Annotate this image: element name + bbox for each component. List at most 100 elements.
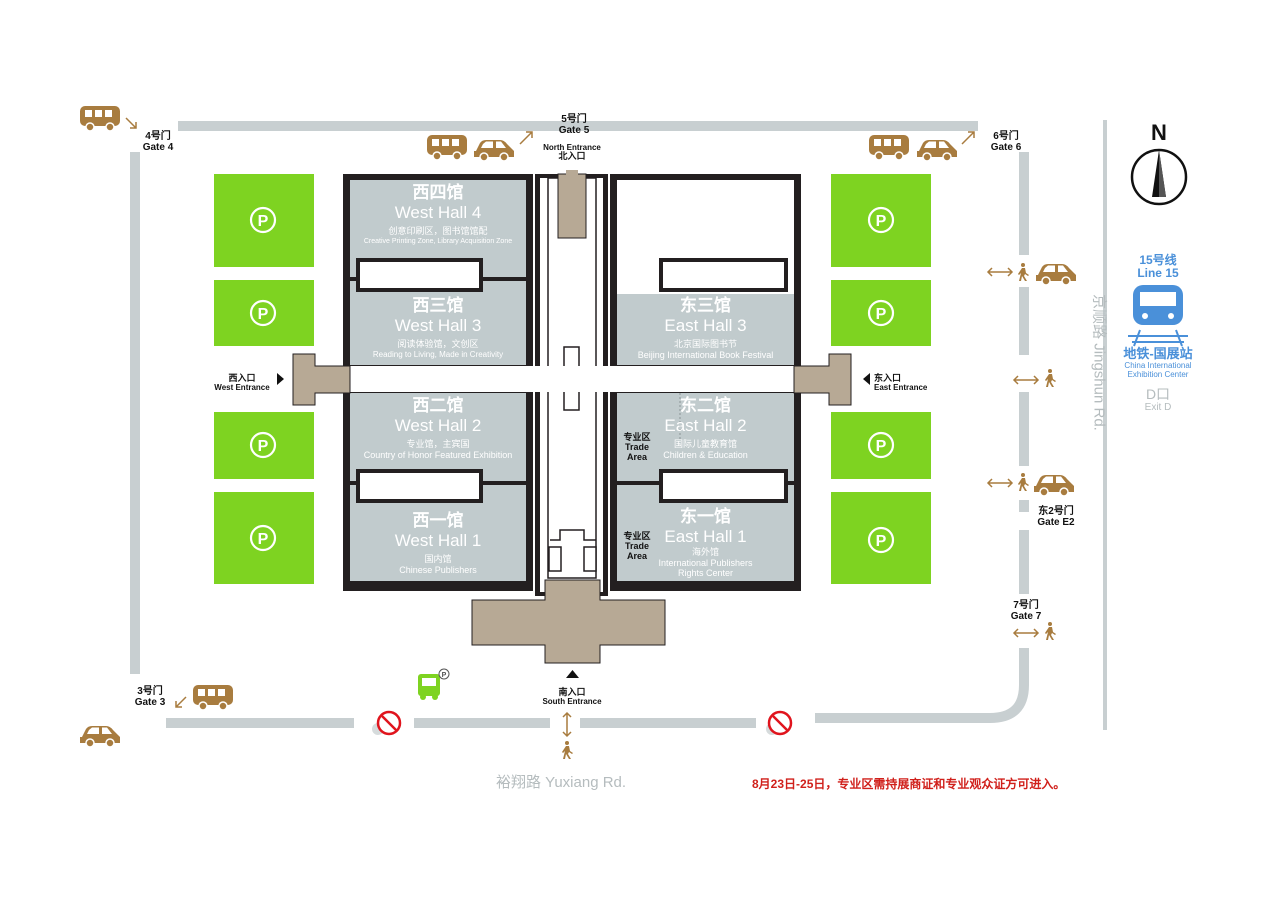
metro-train-icon	[1128, 285, 1188, 347]
gate-5-label: 5号门 Gate 5	[546, 114, 602, 136]
east-lower-connector-inner	[663, 473, 784, 499]
road-east-mid1	[1019, 287, 1029, 355]
bus-icon	[868, 134, 910, 161]
west-annex	[292, 353, 351, 406]
entrance-en: East Entrance	[874, 383, 928, 392]
gate-en: Gate 3	[134, 697, 166, 708]
hall-name-en: West Hall 2	[394, 416, 482, 435]
road-east-upper	[1019, 152, 1029, 255]
compass-north-letter: N	[1151, 120, 1167, 145]
west-lower-connector-inner	[360, 473, 479, 499]
hall-zone-en: Children & Education	[663, 450, 748, 460]
west-hall-4-label: 西四馆 West Hall 4 创意印刷区，图书馆馆配 Creative Pri…	[350, 183, 526, 247]
hall-zone-en: Country of Honor Featured Exhibition	[363, 450, 513, 460]
west-hall-2	[350, 393, 526, 481]
hall-name-cn: 东二馆	[680, 396, 731, 415]
yuxiang-road-label: 裕翔路 Yuxiang Rd.	[496, 774, 627, 791]
gate-en: Gate E2	[1037, 517, 1075, 528]
road-far-east	[1103, 120, 1107, 730]
car-icon	[79, 725, 121, 748]
trade-area-label: 专业区 Trade Area	[617, 531, 657, 561]
hall-name-cn: 西三馆	[412, 296, 464, 315]
trade-area-en1: Trade	[624, 541, 649, 551]
east-hall-2-label: 东二馆 East Hall 2 国际儿童教育馆 Children & Educa…	[617, 396, 794, 460]
gate-en: Gate 5	[558, 125, 590, 136]
gate-e2-label: 东2号门 Gate E2	[1028, 506, 1084, 528]
hall-zone-cn: 专业馆，主宾国	[406, 439, 470, 449]
hall-zone-en: Chinese Publishers	[399, 565, 477, 575]
south-annex	[471, 579, 666, 664]
hall-name-cn: 西一馆	[412, 511, 464, 530]
gate-en: Gate 6	[990, 142, 1022, 153]
transport-icons	[79, 105, 1077, 759]
trade-area-cn: 专业区	[623, 432, 651, 442]
corridor-room	[563, 389, 580, 411]
trade-area-en2: Area	[626, 551, 647, 561]
hall-name-en: East Hall 3	[664, 316, 747, 335]
car-icon	[916, 139, 958, 162]
annex-buildings	[277, 170, 870, 678]
entrance-en: West Entrance	[214, 383, 270, 392]
trade-area-en2: Area	[626, 452, 647, 462]
gate-cn: 4号门	[145, 131, 171, 142]
hall-zone-en-2: Rights Center	[677, 568, 734, 578]
east-hall-3	[617, 294, 794, 365]
entrance-cn: 南入口	[558, 687, 586, 697]
hall-name-en: West Hall 1	[394, 531, 482, 550]
road-east-corner	[815, 648, 1029, 723]
hall-name-en: East Hall 2	[664, 416, 747, 435]
hall-zone-cn: 创意印刷区，图书馆馆配	[388, 226, 488, 236]
parking-shuttle-icon: P	[418, 668, 450, 700]
hall-zone-cn: 阅读体验馆，文创区	[397, 339, 479, 349]
hall-name-cn: 东一馆	[680, 507, 731, 526]
east-hall-1-label: 东一馆 East Hall 1 海外馆 International Publis…	[617, 507, 794, 578]
hall-zone-en: Beijing International Book Festival	[637, 350, 774, 360]
corridor-room	[563, 346, 580, 368]
road-north	[178, 121, 978, 131]
gate-cn: 3号门	[137, 686, 163, 697]
west-hall-3-label: 西三馆 West Hall 3 阅读体验馆，文创区 Reading to Liv…	[350, 296, 526, 360]
road-east-mid2	[1019, 392, 1029, 466]
hall-name-cn: 西四馆	[412, 183, 464, 202]
west-hall-3	[350, 281, 526, 365]
road-east-mid4	[1019, 530, 1029, 594]
walker-icon	[1018, 263, 1029, 281]
corridor-room	[583, 546, 597, 572]
hall-zone-en: International Publishers	[658, 558, 753, 568]
metro-exit-en: Exit D	[1144, 402, 1172, 413]
metro-station-en1: China International	[1124, 361, 1192, 370]
west-hall-1-label: 西一馆 West Hall 1 国内馆 Chinese Publishers	[350, 511, 526, 575]
gate-cn: 东2号门	[1038, 506, 1074, 517]
cross-corridor	[330, 366, 816, 392]
metro-line-en: Line 15	[1137, 266, 1179, 280]
compass	[1130, 148, 1188, 206]
trade-area-en1: Trade	[624, 442, 649, 452]
metro-station-label: 地铁-国展站 China International Exhibition Ce…	[1108, 346, 1208, 379]
east-hall-3-label: 东三馆 East Hall 3 北京国际图书节 Beijing Internat…	[617, 296, 794, 360]
hall-name-cn: 西二馆	[412, 396, 464, 415]
road-south-west	[166, 718, 354, 728]
direction-arrows	[125, 117, 1040, 738]
hall-zone-en: Reading to Living, Made in Creativity	[372, 350, 504, 359]
hall-zone-cn: 国际儿童教育馆	[673, 439, 737, 449]
hall-zone-cn: 北京国际图书节	[673, 339, 737, 349]
walker-icon	[1045, 369, 1056, 387]
entrance-cn: 西入口	[228, 373, 256, 383]
gate-cn: 6号门	[993, 131, 1019, 142]
trade-area-cn: 专业区	[623, 531, 651, 541]
entrance-cn: 东入口	[874, 373, 902, 383]
gate-en: Gate 7	[1010, 611, 1042, 622]
metro-line-cn: 15号线	[1139, 253, 1177, 267]
road-south-mid	[414, 718, 550, 728]
bus-icon	[79, 105, 121, 132]
east-entrance-arrow	[863, 373, 870, 385]
metro-line-label: 15号线 Line 15	[1118, 254, 1198, 280]
road-west	[130, 152, 140, 674]
gate-cn: 7号门	[1013, 600, 1039, 611]
entrance-cn: 北入口	[558, 151, 586, 161]
gate-4-label: 4号门 Gate 4	[130, 131, 186, 153]
walker-icon	[1018, 473, 1029, 491]
gate-en: Gate 4	[142, 142, 174, 153]
hall-name-cn: 东三馆	[680, 296, 731, 315]
road-east-mid3	[1019, 500, 1029, 512]
